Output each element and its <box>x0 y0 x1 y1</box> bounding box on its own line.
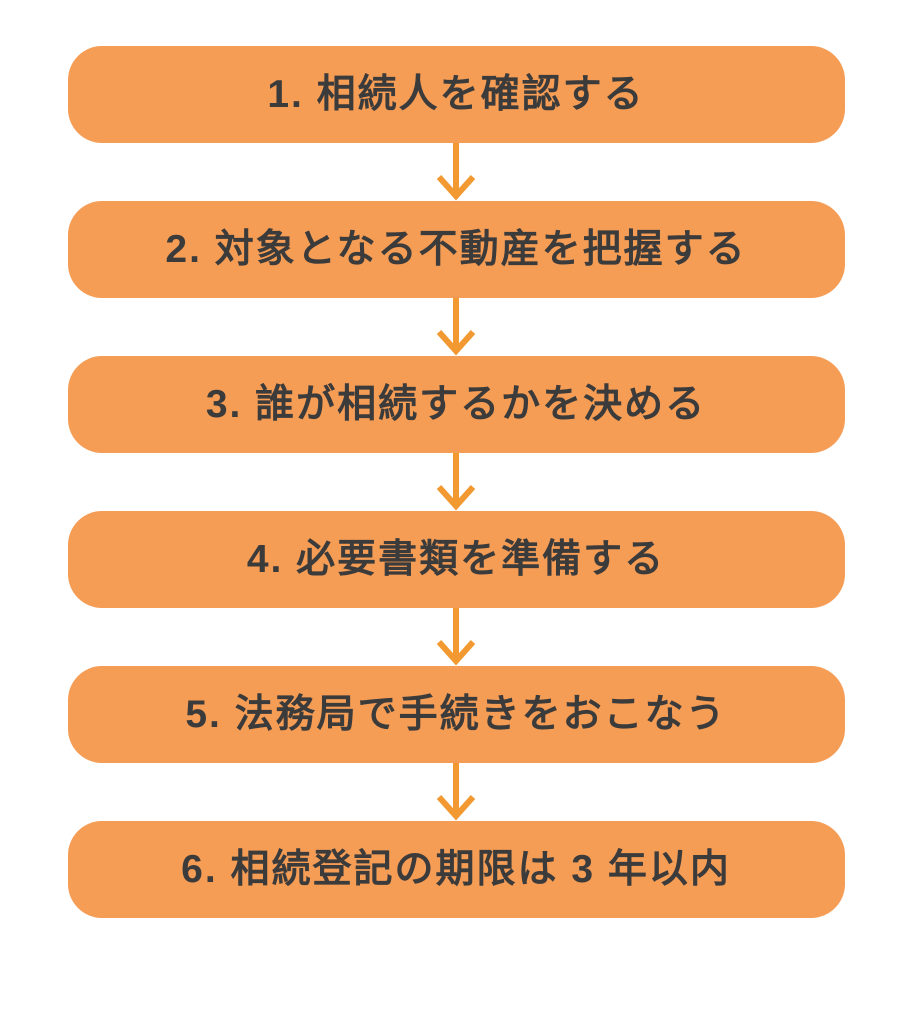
step-box-6: 6. 相続登記の期限は 3 年以内 <box>67 821 845 918</box>
down-arrow-icon <box>433 143 479 201</box>
step-box-4: 4. 必要書類を準備する <box>67 511 845 608</box>
down-arrow-icon <box>433 608 479 666</box>
step-box-1: 1. 相続人を確認する <box>67 46 845 143</box>
flowchart: 1. 相続人を確認する 2. 対象となる不動産を把握する 3. 誰が相続するかを… <box>67 46 845 918</box>
step-box-5: 5. 法務局で手続きをおこなう <box>67 666 845 763</box>
step-box-3: 3. 誰が相続するかを決める <box>67 356 845 453</box>
step-label-6: 6. 相続登記の期限は 3 年以内 <box>181 848 731 891</box>
step-label-2: 2. 対象となる不動産を把握する <box>165 228 747 271</box>
down-arrow-icon <box>433 763 479 821</box>
step-box-2: 2. 対象となる不動産を把握する <box>67 201 845 298</box>
down-arrow-icon <box>433 298 479 356</box>
step-label-3: 3. 誰が相続するかを決める <box>205 383 707 426</box>
step-label-5: 5. 法務局で手続きをおこなう <box>185 693 727 736</box>
down-arrow-icon <box>433 453 479 511</box>
step-label-4: 4. 必要書類を準備する <box>246 538 666 581</box>
step-label-1: 1. 相続人を確認する <box>267 73 645 116</box>
